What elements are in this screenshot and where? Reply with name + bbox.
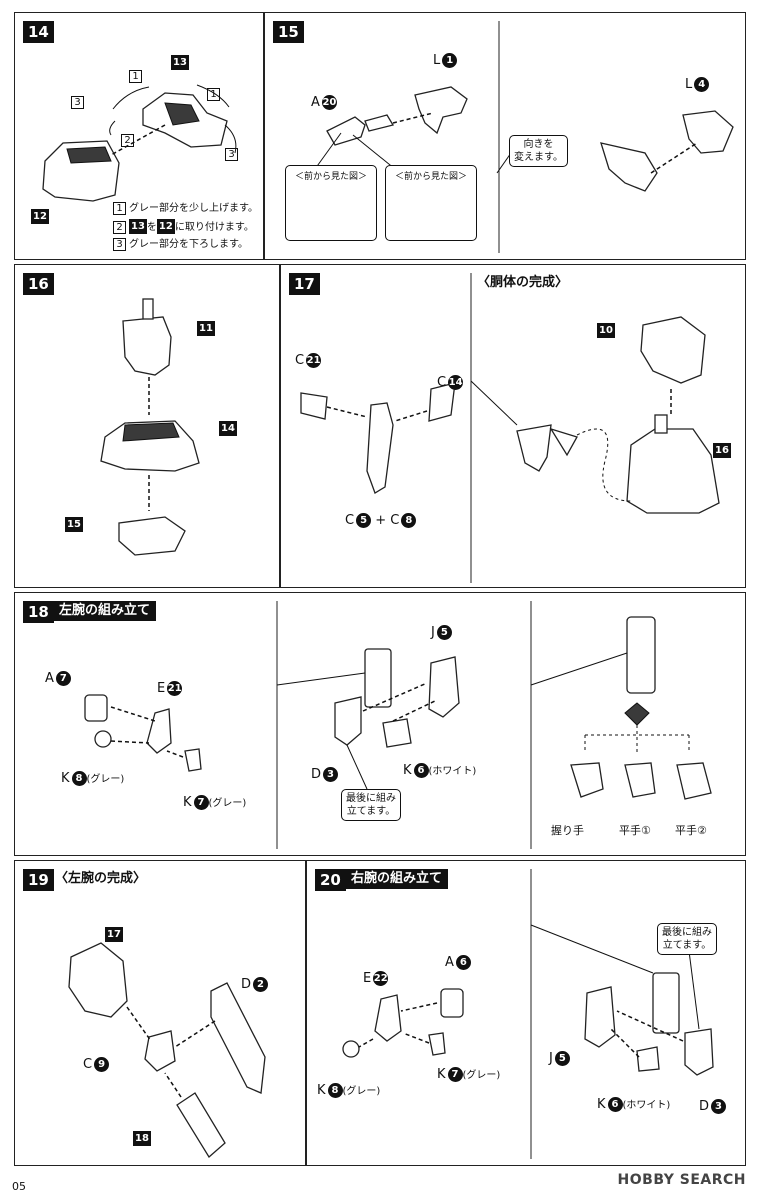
hand-fist-label: 握り手 [551, 824, 584, 837]
step-20-title: 右腕の組み立て [345, 869, 449, 889]
part-12-label: 12 [31, 209, 49, 224]
step-20-illustration [342, 869, 714, 1159]
front-view-box-left: ＜前から見た図＞ [285, 165, 377, 241]
step-16-illustration [100, 298, 200, 556]
step-number: 19 [23, 869, 54, 891]
sub-step-1-marker: 1 [129, 69, 145, 85]
step-18-title: 左腕の組み立て [53, 601, 157, 621]
assemble-last-callout: 最後に組み 立てます。 [657, 923, 717, 955]
assemble-last-callout: 最後に組み 立てます。 [341, 789, 401, 821]
step-16-panel: 16 11 14 15 [14, 264, 280, 588]
part-16-label: 16 [713, 443, 731, 458]
hand-flat-1-label: 平手① [619, 824, 651, 837]
step-14-illustration [42, 84, 237, 202]
part-15-label: 15 [65, 517, 83, 532]
part-17-label: 17 [105, 927, 123, 942]
step-17-title: 〈胴体の完成〉 [477, 275, 569, 290]
step-number: 15 [273, 21, 304, 43]
sub-step-3-marker: 3 [225, 147, 241, 163]
part-13-label: 13 [171, 55, 189, 70]
step-number: 18 [23, 601, 54, 623]
front-view-box-right: ＜前から見た図＞ [385, 165, 477, 241]
step-number: 20 [315, 869, 346, 891]
part-18-label: 18 [133, 1131, 151, 1146]
sub-step-2-marker: 2 [121, 133, 137, 149]
sub-step-1-marker: 1 [207, 87, 223, 103]
hand-flat-2-label: 平手② [675, 824, 707, 837]
part-10-label: 10 [597, 323, 615, 338]
rotate-callout: 向きを 変えます。 [509, 135, 568, 167]
step-number: 17 [289, 273, 320, 295]
page-number: 05 [12, 1180, 26, 1193]
step-number: 16 [23, 273, 54, 295]
part-11-label: 11 [197, 321, 215, 336]
step-19-title: 〈左腕の完成〉 [55, 871, 147, 886]
step-18-illustration [84, 601, 712, 849]
step-19-illustration [68, 942, 266, 1158]
step-number: 14 [23, 21, 54, 43]
watermark-brand: HOBBY SEARCH [617, 1172, 746, 1188]
part-14-label: 14 [219, 421, 237, 436]
sub-step-3-marker: 3 [71, 95, 87, 111]
step-17-illustration [300, 273, 720, 583]
